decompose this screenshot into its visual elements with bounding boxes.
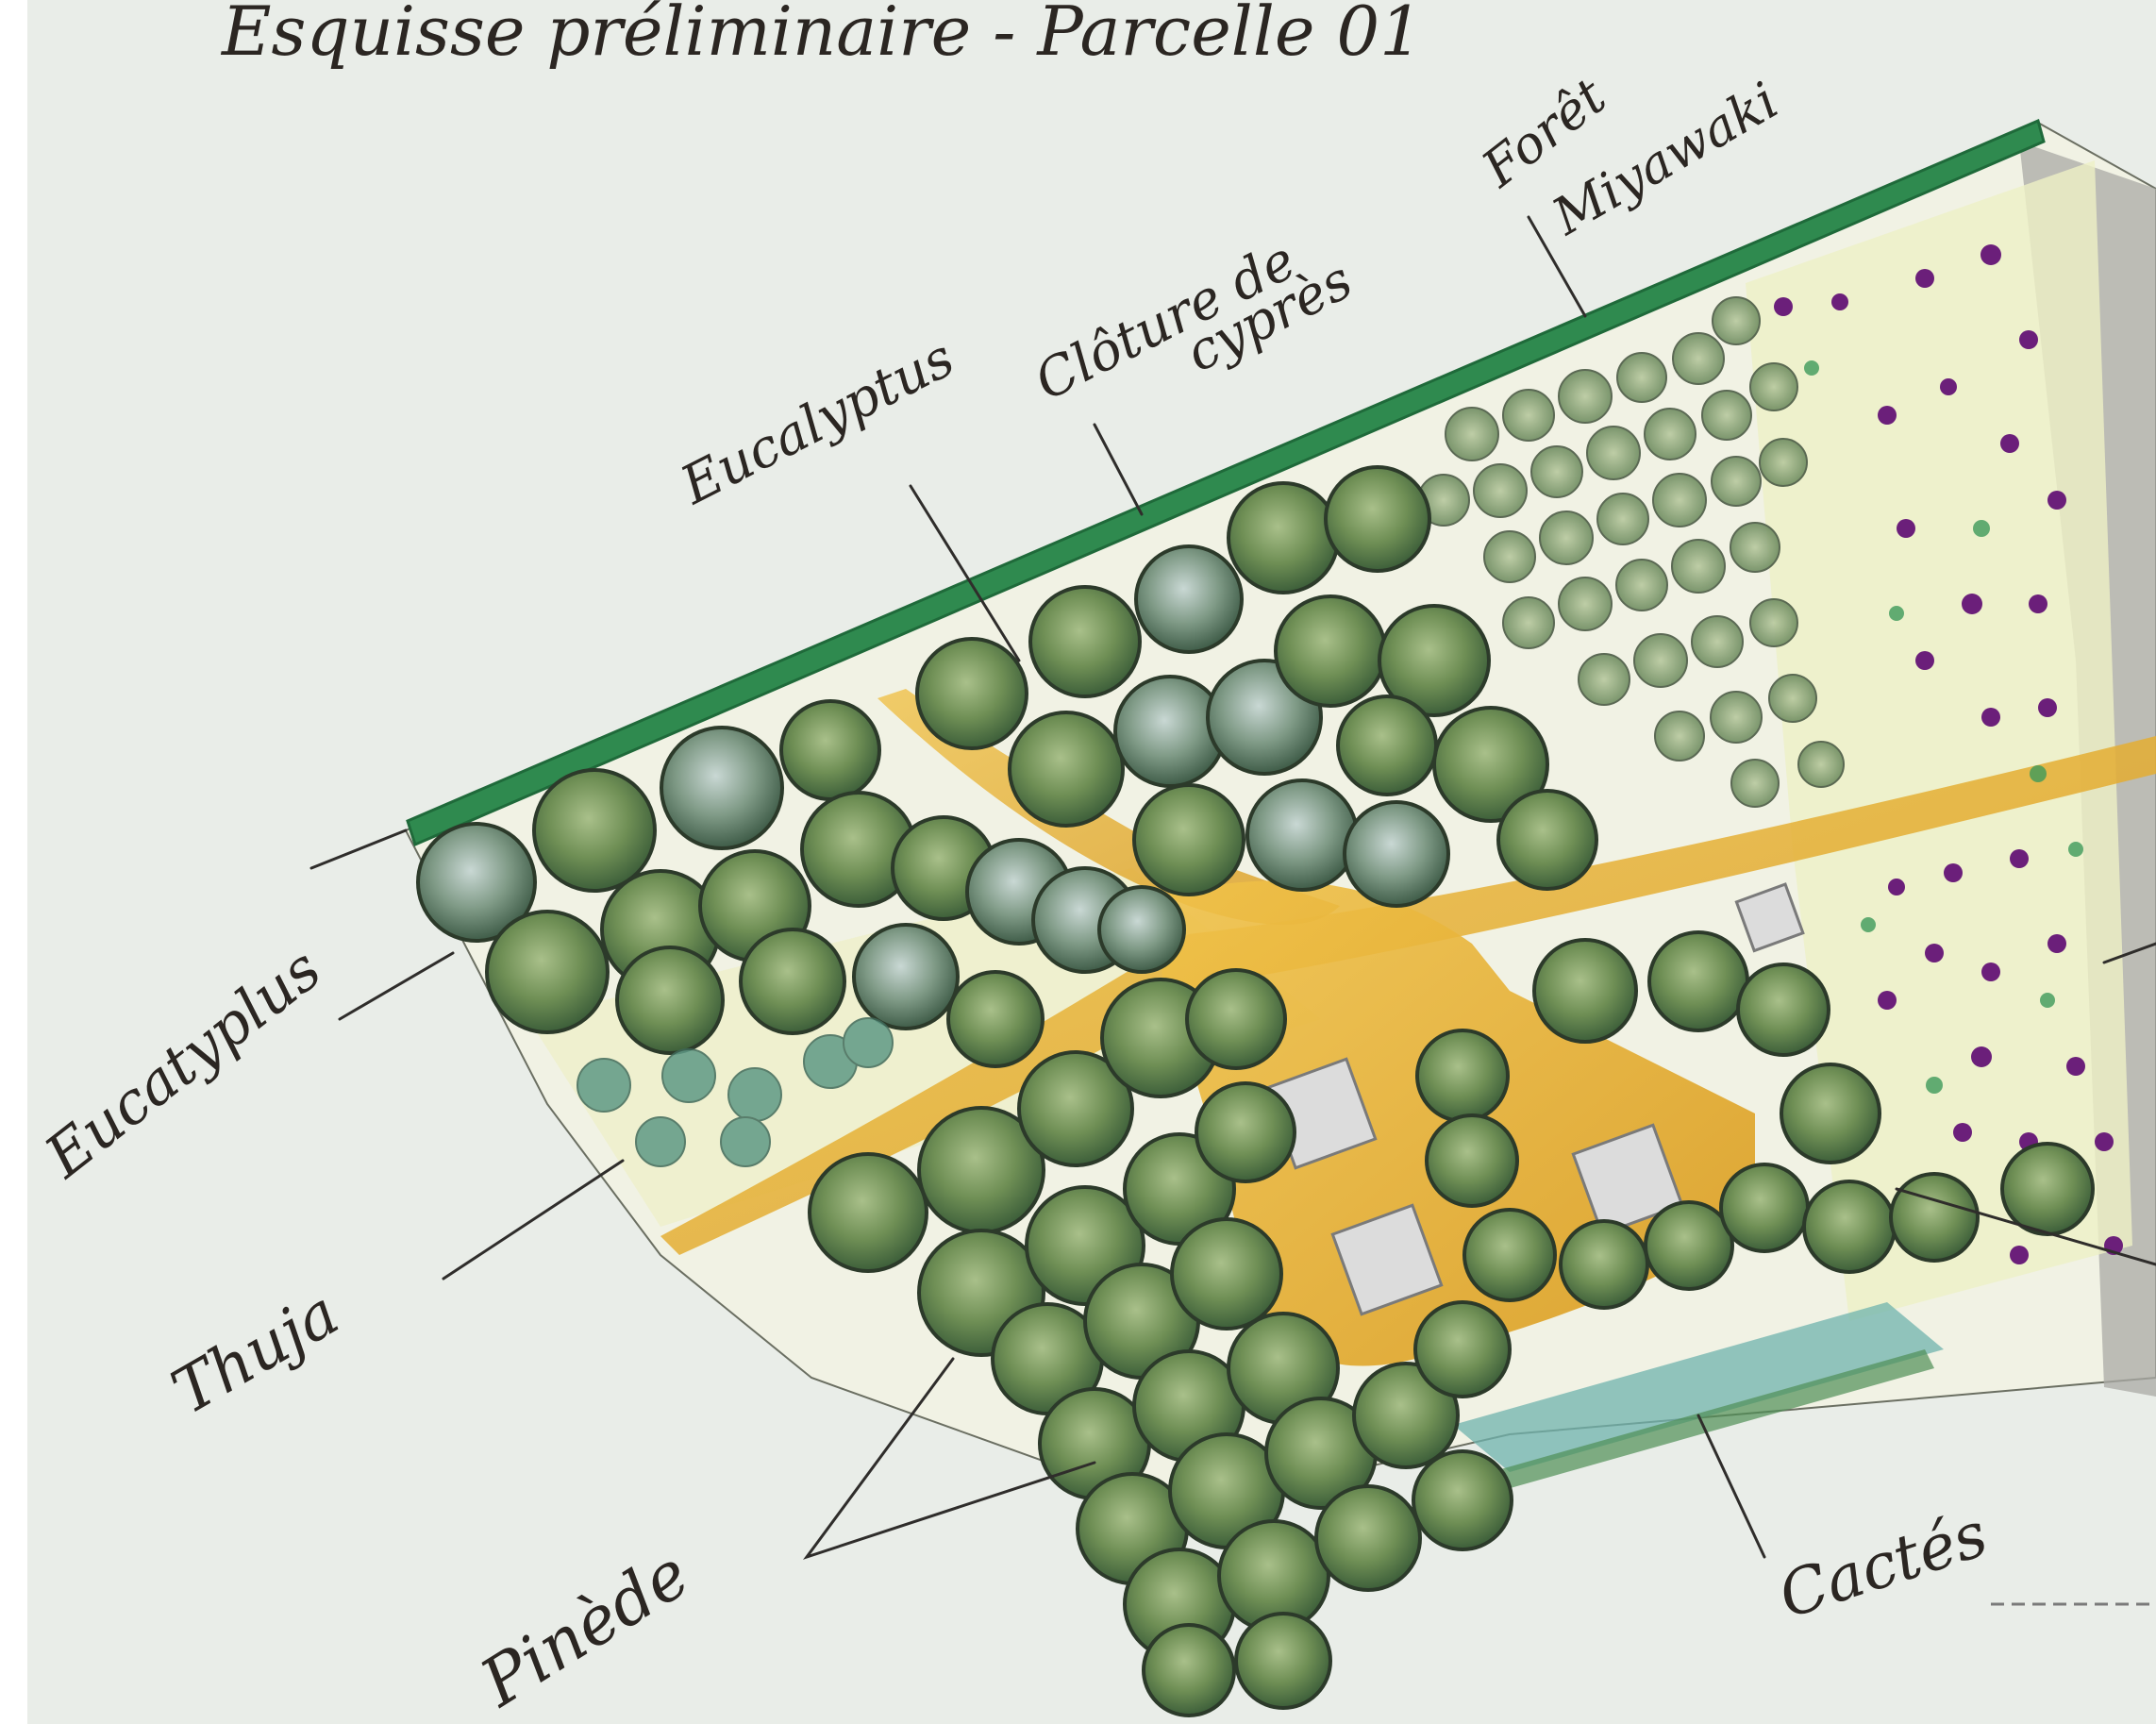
- label-eucalyptus-top: Eucalyptus: [671, 327, 964, 517]
- sketch-title: Esquisse préliminaire - Parcelle 01: [220, 0, 1423, 71]
- label-eucalyptus-left: Eucatyplus: [32, 934, 334, 1191]
- label-cactus: Cactés: [1770, 1498, 1996, 1632]
- label-thuja: Thuja: [160, 1277, 351, 1429]
- label-pinede: Pinède: [466, 1535, 703, 1723]
